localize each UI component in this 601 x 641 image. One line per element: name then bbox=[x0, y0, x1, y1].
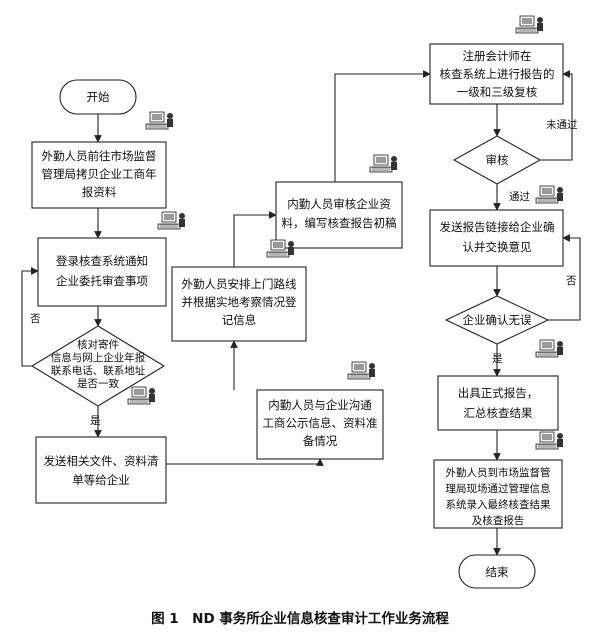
node-a2-line2: 企业委托审查事项 bbox=[56, 274, 148, 288]
computer-user-icon bbox=[145, 111, 174, 130]
computer-user-icon bbox=[515, 15, 544, 34]
node-end: 结束 bbox=[458, 554, 536, 589]
node-a1: 外勤人员前往市场监督 管理局拷贝企业工商年 报资料 bbox=[31, 141, 167, 209]
node-c6-line3: 系统录入最终核查结果 bbox=[446, 498, 551, 511]
edge-b3-c1 bbox=[334, 70, 431, 182]
node-b2: 外勤人员安排上门路线 并根据实地考察情况登 记信息 bbox=[171, 266, 307, 342]
computer-user-icon bbox=[347, 361, 376, 380]
node-b3-line2: 料，编写核查报告初稿 bbox=[282, 216, 397, 230]
edges bbox=[21, 70, 581, 556]
node-a3-decision: 核对寄件 信息与网上企业年报 联系电话、联系地址 是否一致 bbox=[30, 325, 166, 407]
node-a4-line2: 单等给企业 bbox=[72, 473, 130, 487]
node-a2: 登录核查系统通知 企业委托审查事项 bbox=[37, 237, 167, 307]
node-b1-line3: 备情况 bbox=[303, 434, 338, 448]
node-a1-line3: 报资料 bbox=[82, 185, 117, 199]
figure-caption: 图 1 ND 事务所企业信息核查审计工作业务流程 bbox=[151, 610, 449, 627]
node-c2-decision: 审核 bbox=[452, 135, 542, 185]
node-start-label: 开始 bbox=[87, 90, 110, 104]
computer-user-icon bbox=[266, 239, 295, 258]
node-c6-line4: 及核查报告 bbox=[472, 514, 525, 527]
edge-label-yes-a: 是 bbox=[90, 415, 101, 427]
node-a3-line1: 核对寄件 bbox=[77, 338, 119, 351]
node-a3-line2: 信息与网上企业年报 bbox=[51, 351, 146, 364]
node-b3-line1: 内勤人员审核企业资 bbox=[287, 197, 391, 211]
node-c3: 发送报告链接给企业确 认并交换意见 bbox=[429, 209, 564, 267]
computer-user-icon bbox=[127, 386, 156, 405]
node-b2-line2: 并根据实地考察情况登 bbox=[182, 295, 297, 309]
node-c4-decision: 企业确认无误 bbox=[444, 295, 550, 345]
node-c4-label: 企业确认无误 bbox=[463, 313, 532, 327]
edge-c4-no-loop bbox=[548, 234, 581, 321]
node-b1-line2: 工商公示信息、资料准 bbox=[263, 416, 378, 430]
node-b1: 内勤人员与企业沟通 工商公示信息、资料准 备情况 bbox=[256, 389, 384, 460]
node-start: 开始 bbox=[59, 79, 137, 115]
node-c5-line2: 汇总核查结果 bbox=[464, 406, 533, 420]
computer-user-icon bbox=[535, 431, 564, 450]
node-b2-line3: 记信息 bbox=[222, 313, 257, 327]
node-c6-line1: 外勤人员到市场监督管 bbox=[446, 466, 551, 479]
node-c1: 注册会计师在 核查系统上进行报告的 一级和三级复核 bbox=[429, 43, 564, 105]
edge-label-no-a: 否 bbox=[30, 313, 41, 325]
node-c1-line1: 注册会计师在 bbox=[463, 49, 532, 63]
computer-user-icon bbox=[369, 154, 398, 173]
edge-label-no-c: 否 bbox=[566, 275, 577, 287]
edge-a4-b1 bbox=[166, 458, 324, 466]
node-a4: 发送相关文件、资料清 单等给企业 bbox=[35, 436, 167, 504]
edge-label-yes-c: 是 bbox=[492, 353, 503, 365]
computer-user-icon bbox=[535, 185, 564, 204]
node-c6: 外勤人员到市场监督管 理局现场通过管理信息 系统录入最终核查结果 及核查报告 bbox=[433, 459, 563, 529]
edge-b2-b3 bbox=[233, 211, 277, 267]
node-c2-label: 审核 bbox=[486, 153, 509, 167]
computer-user-icon bbox=[157, 211, 186, 230]
node-c1-line3: 一级和三级复核 bbox=[457, 85, 538, 99]
node-a2-line1: 登录核查系统通知 bbox=[56, 254, 148, 268]
node-a3-line3: 联系电话、联系地址 bbox=[51, 364, 146, 377]
node-c1-line2: 核查系统上进行报告的 bbox=[440, 67, 555, 81]
node-c6-line2: 理局现场通过管理信息 bbox=[446, 482, 551, 495]
node-a3-line4: 是否一致 bbox=[77, 377, 119, 390]
node-b1-line1: 内勤人员与企业沟通 bbox=[268, 398, 372, 412]
node-c5-line1: 出具正式报告， bbox=[458, 386, 539, 400]
edge-label-not-passed: 未通过 bbox=[546, 118, 578, 131]
node-end-label: 结束 bbox=[486, 565, 509, 579]
edge-a3-no-loop bbox=[21, 267, 39, 367]
node-b2-line1: 外勤人员安排上门路线 bbox=[182, 277, 297, 291]
node-c3-line1: 发送报告链接给企业确 bbox=[440, 220, 555, 234]
node-c5: 出具正式报告， 汇总核查结果 bbox=[437, 375, 559, 431]
computer-user-icon bbox=[535, 339, 564, 358]
node-a1-line2: 管理局拷贝企业工商年 bbox=[42, 167, 157, 181]
node-b3: 内勤人员审核企业资 料，编写核查报告初稿 bbox=[275, 181, 403, 249]
edge-label-passed: 通过 bbox=[509, 190, 530, 203]
node-c3-line2: 认并交换意见 bbox=[463, 240, 532, 254]
node-a4-line1: 发送相关文件、资料清 bbox=[44, 454, 159, 468]
edge-c2-not-passed bbox=[540, 70, 573, 161]
node-a1-line1: 外勤人员前往市场监督 bbox=[42, 149, 157, 163]
